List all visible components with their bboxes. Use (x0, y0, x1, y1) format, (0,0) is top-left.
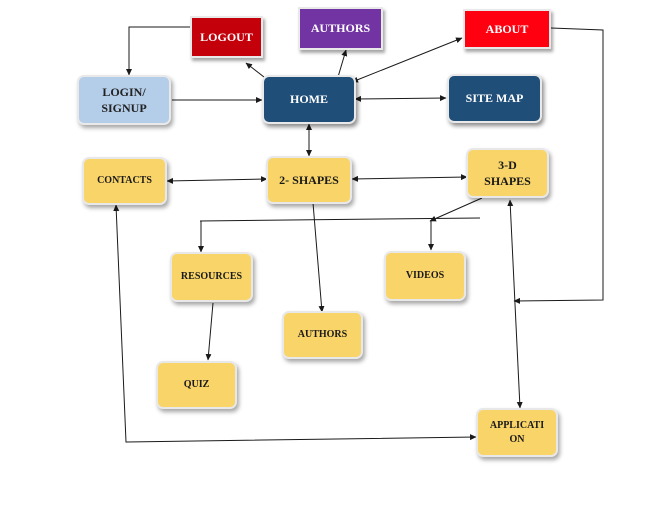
edge-home-authors (337, 49, 348, 78)
application-node[interactable]: APPLICATI ON (476, 408, 558, 457)
home-node[interactable]: HOME (262, 75, 356, 124)
videos-label: VIDEOS (405, 270, 445, 282)
2d-shapes-node[interactable]: 2- SHAPES (266, 156, 352, 204)
authors-top-label: AUTHORS (310, 21, 371, 36)
edge-split-line (199, 217, 481, 222)
quiz-label: QUIZ (183, 379, 210, 391)
quiz-node[interactable]: QUIZ (156, 361, 237, 409)
site-map-node[interactable]: SITE MAP (447, 74, 542, 123)
edge-2shapes-3dshapes (351, 174, 468, 182)
home-label: HOME (290, 92, 328, 107)
3d-shapes-line2: SHAPES (484, 174, 531, 188)
resources-node[interactable]: RESOURCES (170, 252, 253, 302)
application-label: APPLICATI ON (490, 419, 544, 446)
resources-label: RESOURCES (180, 271, 243, 283)
edge-contacts-application (113, 204, 477, 443)
edge-3dshapes-application (507, 199, 523, 409)
edge-resources-quiz (205, 302, 214, 361)
application-line2: ON (509, 433, 525, 445)
edge-home-sitemap (354, 95, 447, 102)
3d-shapes-label: 3-D SHAPES (484, 157, 531, 189)
edge-3dshapes-split (429, 197, 483, 222)
site-map-label: SITE MAP (465, 91, 524, 106)
logout-label: LOGOUT (200, 29, 253, 44)
login-signup-node[interactable]: LOGIN/ SIGNUP (77, 75, 171, 125)
about-node[interactable]: ABOUT (463, 9, 551, 49)
authors-mid-node[interactable]: AUTHORS (282, 311, 363, 359)
contacts-label: CONTACTS (97, 175, 152, 187)
edge-about-application (513, 27, 604, 304)
contacts-node[interactable]: CONTACTS (82, 157, 167, 205)
authors-mid-label: AUTHORS (297, 329, 348, 341)
application-line1: APPLICATI (489, 420, 545, 431)
edge-logout-login (126, 26, 191, 76)
3d-shapes-node[interactable]: 3-D SHAPES (466, 148, 549, 198)
logout-node[interactable]: LOGOUT (190, 16, 263, 58)
edge-home-logout (245, 62, 265, 78)
login-label-line2: SIGNUP (101, 101, 147, 115)
edge-home-about (351, 37, 463, 83)
login-label-line1: LOGIN/ (102, 84, 146, 99)
2d-shapes-label: 2- SHAPES (279, 172, 339, 187)
login-signup-label: LOGIN/ SIGNUP (101, 84, 146, 116)
authors-top-node[interactable]: AUTHORS (298, 7, 383, 50)
about-label: ABOUT (485, 21, 529, 36)
3d-shapes-line1: 3-D (498, 157, 517, 172)
edge-contacts-2shapes (166, 176, 268, 184)
videos-node[interactable]: VIDEOS (384, 251, 466, 301)
